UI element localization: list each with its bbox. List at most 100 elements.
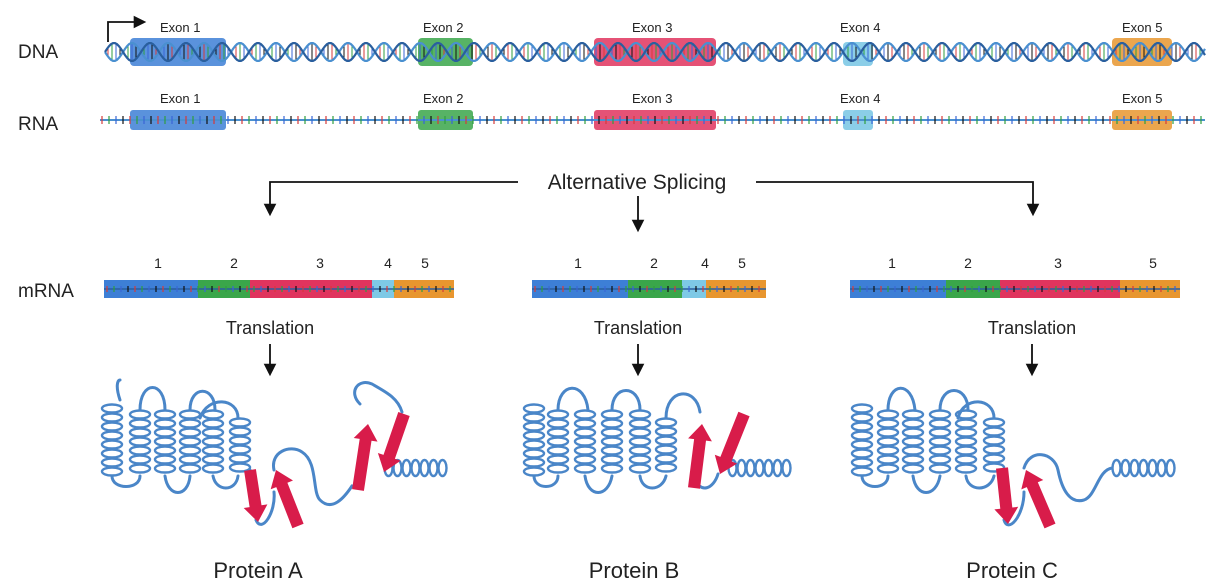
helix-turn bbox=[100, 421, 124, 432]
loop-strand bbox=[964, 474, 996, 490]
beta-sheet-arrow bbox=[243, 469, 268, 522]
helix-turn bbox=[522, 412, 546, 423]
helix-turn bbox=[954, 463, 978, 474]
helix-turn bbox=[901, 454, 925, 465]
loop-strand bbox=[115, 378, 122, 402]
helix-turn bbox=[522, 430, 546, 441]
mrna-b-num-1: 1 bbox=[574, 255, 582, 271]
helix-turn bbox=[628, 454, 652, 465]
helix-turn bbox=[573, 418, 597, 429]
helix-turn bbox=[100, 430, 124, 441]
loop-strand bbox=[110, 474, 142, 488]
helix-turn bbox=[128, 427, 152, 438]
helix-turn bbox=[546, 409, 570, 420]
helix-turn bbox=[201, 409, 225, 420]
beta-sheet-arrow bbox=[270, 470, 304, 529]
helix-turn bbox=[600, 409, 624, 420]
helix-turn bbox=[628, 436, 652, 447]
helix-turn bbox=[201, 463, 225, 474]
helix-turn bbox=[573, 436, 597, 447]
loop-strand bbox=[272, 447, 354, 507]
helix-turn bbox=[982, 444, 1006, 455]
rna-exon-1-label: Exon 1 bbox=[160, 91, 200, 106]
loop-strand bbox=[163, 474, 192, 494]
helix-turn bbox=[573, 454, 597, 465]
helix-turn bbox=[954, 436, 978, 447]
helix-turn bbox=[928, 436, 952, 447]
helix-turn bbox=[573, 427, 597, 438]
helix-turn bbox=[178, 454, 202, 465]
helix-turn bbox=[128, 418, 152, 429]
helix-turn bbox=[573, 463, 597, 474]
splicing-bracket bbox=[263, 181, 1040, 233]
helix-turn bbox=[876, 445, 900, 456]
loop-strand bbox=[886, 386, 917, 412]
helix-turn bbox=[928, 454, 952, 465]
rna-exon-3-label: Exon 3 bbox=[632, 91, 672, 106]
loop-strand bbox=[664, 392, 702, 420]
helix-turn bbox=[428, 458, 439, 478]
helix-turn bbox=[178, 418, 202, 429]
transcription-start-arrow bbox=[107, 15, 147, 42]
dna-exon-1-label: Exon 1 bbox=[160, 20, 200, 35]
helix-turn bbox=[419, 458, 430, 478]
mrna-a-numbers: 1 2 3 4 5 bbox=[154, 255, 429, 271]
loop-strand bbox=[1022, 453, 1114, 503]
helix-turn bbox=[654, 435, 678, 446]
helix-turn bbox=[600, 454, 624, 465]
helix-turn bbox=[546, 436, 570, 447]
loop-strand bbox=[911, 474, 942, 494]
helix-turn bbox=[410, 458, 421, 478]
mrna-a-num-1: 1 bbox=[154, 255, 162, 271]
helix-turn bbox=[654, 417, 678, 428]
helix-turn bbox=[876, 454, 900, 465]
helix-turn bbox=[600, 436, 624, 447]
helix-turn bbox=[128, 454, 152, 465]
helix-turn bbox=[876, 427, 900, 438]
helix-turn bbox=[128, 445, 152, 456]
dna-exon-5-label: Exon 5 bbox=[1122, 20, 1162, 35]
rna-bases bbox=[101, 116, 1202, 124]
protein-c-structure bbox=[850, 386, 1176, 529]
helix-turn bbox=[228, 426, 252, 437]
dna-exon-2-label: Exon 2 bbox=[423, 20, 463, 35]
mrna-bases bbox=[104, 286, 1180, 292]
helix-turn bbox=[654, 462, 678, 473]
loop-strand bbox=[1002, 490, 1026, 527]
helix-turn bbox=[901, 427, 925, 438]
loop-strand bbox=[638, 474, 668, 490]
helix-turn bbox=[763, 458, 774, 478]
helix-turn bbox=[901, 445, 925, 456]
mrna-b-num-5: 5 bbox=[738, 255, 746, 271]
helix-turn bbox=[153, 463, 177, 474]
helix-turn bbox=[628, 463, 652, 474]
helix-turn bbox=[100, 412, 124, 423]
helix-turn bbox=[153, 454, 177, 465]
loop-strand bbox=[556, 386, 590, 412]
loop-strand bbox=[610, 389, 642, 412]
helix-turn bbox=[982, 453, 1006, 464]
helix-turn bbox=[901, 418, 925, 429]
helix-turn bbox=[401, 458, 412, 478]
mrna-c-numbers: 1 2 3 5 bbox=[888, 255, 1157, 271]
helix-turn bbox=[850, 430, 874, 441]
helix-turn bbox=[1111, 458, 1122, 478]
helix-turn bbox=[876, 463, 900, 474]
helix-turn bbox=[128, 409, 152, 420]
helix-turn bbox=[628, 409, 652, 420]
helix-turn bbox=[178, 445, 202, 456]
helix-turn bbox=[772, 458, 783, 478]
translation-label-b: Translation bbox=[594, 318, 682, 338]
helix-turn bbox=[100, 466, 124, 477]
helix-turn bbox=[128, 463, 152, 474]
mrna-a-num-5: 5 bbox=[421, 255, 429, 271]
loop-strand bbox=[860, 474, 890, 488]
protein-b-structure bbox=[522, 386, 792, 494]
helix-turn bbox=[654, 444, 678, 455]
beta-sheet-arrow bbox=[714, 411, 750, 474]
loop-strand bbox=[198, 400, 240, 420]
helix-turn bbox=[100, 403, 124, 414]
beta-sheet-arrow bbox=[352, 424, 378, 491]
